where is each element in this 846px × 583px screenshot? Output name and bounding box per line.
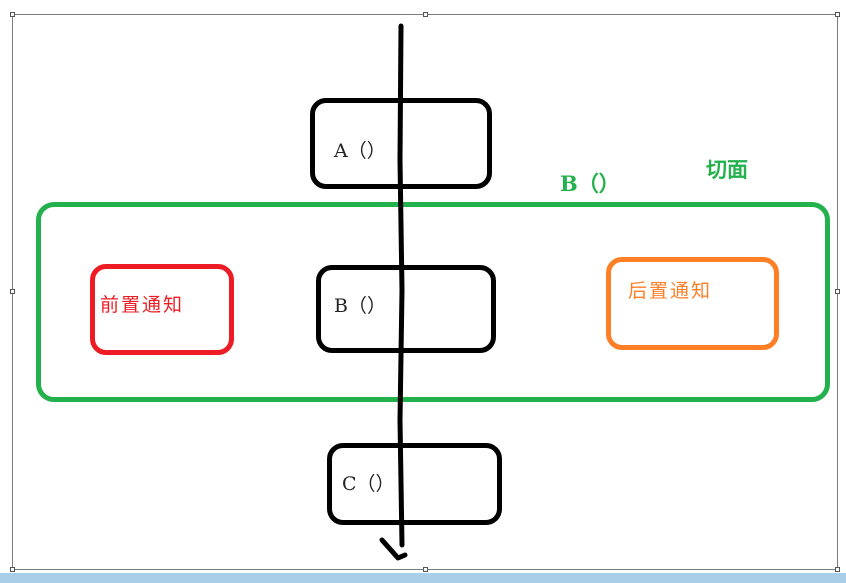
aspect-region xyxy=(36,202,830,402)
resize-handle-middle-left[interactable] xyxy=(10,289,15,294)
before-advice-label: 前置通知 xyxy=(100,294,185,316)
bottom-status-strip xyxy=(0,573,846,583)
resize-handle-bottom-right[interactable] xyxy=(835,567,840,572)
method-a-label: A（） xyxy=(334,140,386,162)
resize-handle-bottom-center[interactable] xyxy=(423,567,428,572)
resize-handle-top-left[interactable] xyxy=(10,12,15,17)
resize-handle-middle-right[interactable] xyxy=(835,289,840,294)
aspect-title: 切面 xyxy=(706,157,748,182)
method-c-box xyxy=(327,443,502,525)
resize-handle-top-right[interactable] xyxy=(835,12,840,17)
method-b-box xyxy=(316,265,496,353)
method-c-label: C（） xyxy=(342,473,395,495)
resize-handle-top-center[interactable] xyxy=(423,12,428,17)
resize-handle-bottom-left[interactable] xyxy=(10,567,15,572)
after-advice-box xyxy=(606,257,779,350)
method-b-label: B（） xyxy=(334,295,386,317)
before-advice-box xyxy=(90,264,234,355)
after-advice-label: 后置通知 xyxy=(628,280,713,302)
aspect-method-label: B（） xyxy=(560,171,620,196)
